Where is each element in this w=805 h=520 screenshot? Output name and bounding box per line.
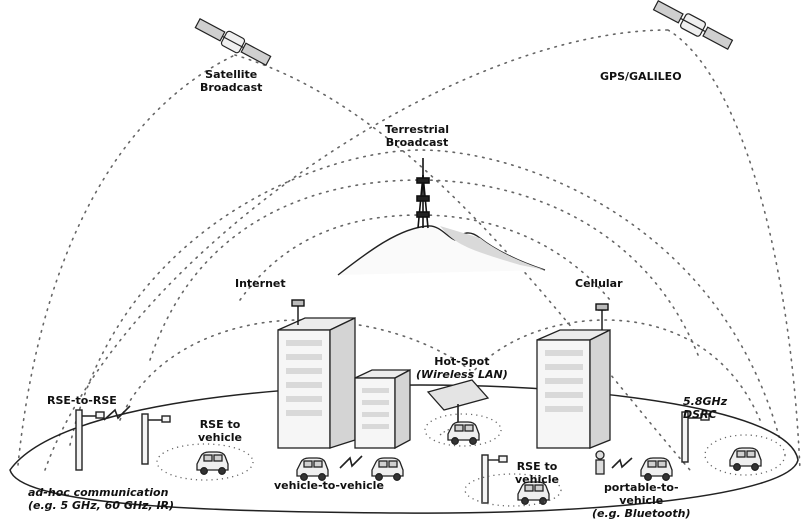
rse-to-vehicle-left-line1: RSE to [199,418,241,431]
hotspot-label: Hot-Spot (Wireless LAN) [416,355,508,381]
vehicle-icon [371,457,404,481]
mountain-icon [337,225,546,276]
wireless-link-icon [611,457,633,469]
vehicle-icon [196,451,229,475]
hotspot-label-line1: Hot-Spot [434,355,490,368]
vehicle-icon [447,421,480,445]
ground-ellipse [9,384,799,514]
gps-satellite-icon [652,0,734,50]
adhoc-label-line1: ad-hoc communication [28,486,169,499]
satellite-broadcast-icon [194,17,272,67]
cellular-label: Cellular [575,277,623,290]
person-icon [595,450,605,475]
terrestrial-coverage-arc-outer [69,149,781,446]
adhoc-label: ad-hoc communication (e.g. 5 GHz, 60 GHz… [28,486,174,512]
broadcast-tower-icon [416,158,430,229]
hotspot-building [354,368,411,450]
vehicle-to-vehicle-label: vehicle-to-vehicle [274,479,384,492]
vehicle-icon [640,457,673,481]
portable-to-vehicle-label: portable-to- vehicle (e.g. Bluetooth) [592,481,690,520]
rse-pole-middle [481,454,508,504]
vehicle-icon [729,447,762,471]
dsrc-pole [681,411,710,463]
internet-label: Internet [235,277,286,290]
dsrc-label-line1: 5.8GHz [683,395,728,408]
satellite-coverage-arc-2 [234,54,691,471]
rse-to-vehicle-mid-label: RSE to vehicle [515,460,559,486]
portable-label-line1: portable-to- [603,481,679,494]
satellite-label-line2: Broadcast [200,81,263,94]
rse-to-vehicle-mid-line2: vehicle [515,473,559,486]
rse-to-vehicle-left-label: RSE to vehicle [198,418,242,444]
cellular-building [536,303,611,449]
portable-label-line2: vehicle [619,494,664,507]
hotspot-label-line2: (Wireless LAN) [416,368,508,381]
terrestrial-label-line2: Broadcast [385,136,449,149]
rse-to-vehicle-mid-line1: RSE to [516,460,558,473]
satellite-label: Satellite Broadcast [200,68,262,94]
cellular-coverage-arc [469,319,761,421]
vehicle-icon [517,481,550,505]
terrestrial-label-line1: Terrestrial [385,123,450,136]
satellite-label-line1: Satellite [205,68,258,81]
adhoc-label-line2: (e.g. 5 GHz, 60 GHz, IR) [28,499,175,512]
dsrc-label: 5.8GHz DSRC [683,395,727,421]
rse-poles-left [75,405,171,471]
dsrc-label-line2: DSRC [683,408,717,421]
portable-label-line3: (e.g. Bluetooth) [592,507,691,520]
terrestrial-label: Terrestrial Broadcast [385,123,449,149]
internet-building [277,299,356,449]
terrestrial-coverage-arc-inner [239,214,611,301]
car-halos [156,413,786,507]
rse-to-vehicle-left-line2: vehicle [198,431,242,444]
v2v-link-icon [339,455,363,469]
rse-to-rse-label: RSE-to-RSE [47,394,117,407]
vehicle-icon [296,457,329,481]
gps-label: GPS/GALILEO [600,70,682,83]
